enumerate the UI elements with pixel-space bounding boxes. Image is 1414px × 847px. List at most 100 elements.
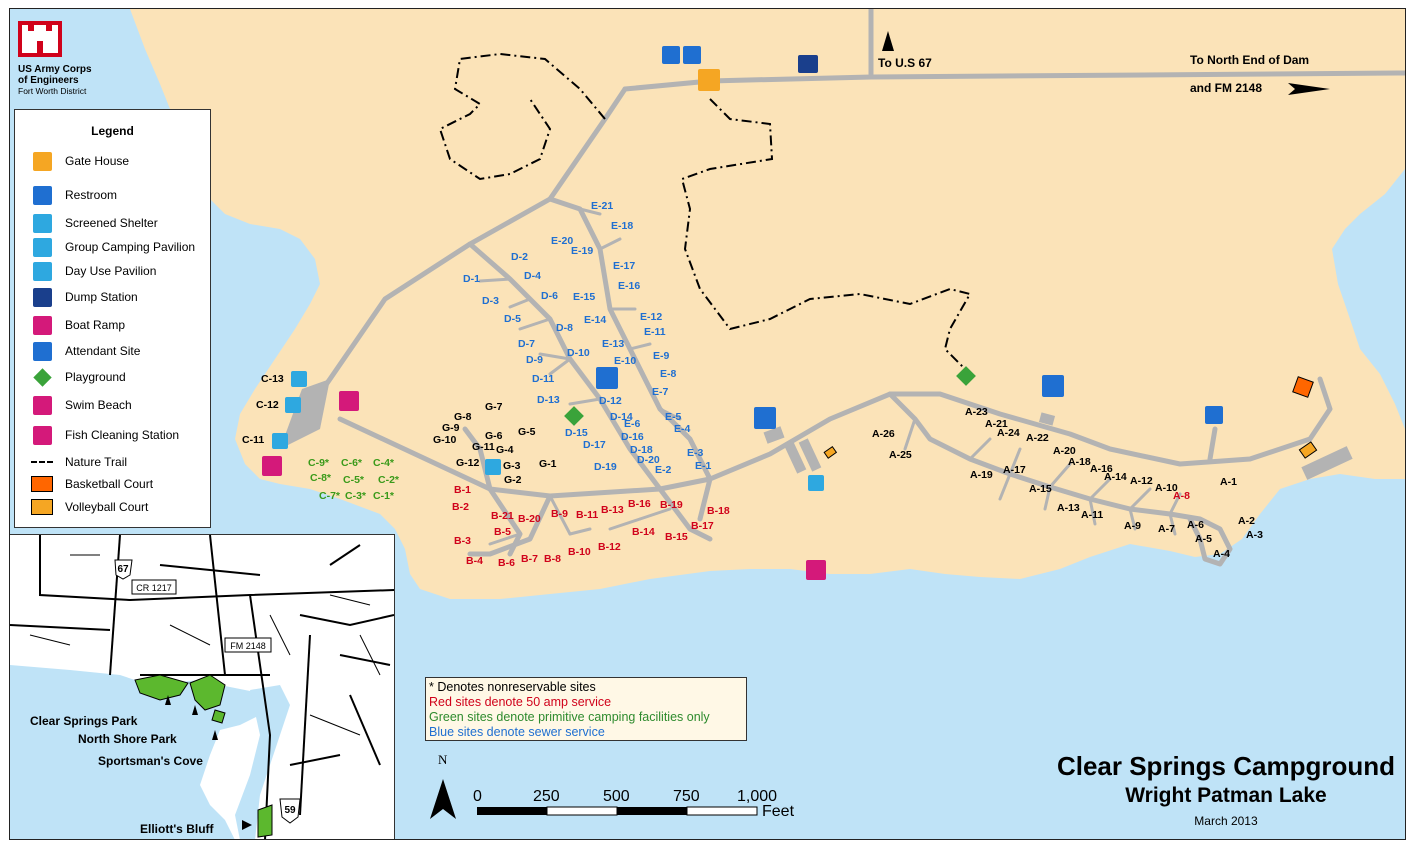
us59-shield-icon (279, 798, 301, 824)
campsite-label-e-8: E-8 (660, 368, 677, 380)
campsite-label-e-2: E-2 (655, 464, 672, 476)
campsite-label-b-8: B-8 (544, 553, 561, 565)
inset-map-graphic: 67 CR 1217 FM 2148 59 Clear Springs Park… (10, 535, 394, 839)
legend-item-volleyball-court: Volleyball Court (31, 496, 148, 518)
campsite-label-a-3: A-3 (1246, 529, 1263, 541)
campsite-label-b-12: B-12 (598, 541, 621, 553)
campsite-label-d-14: D-14 (610, 411, 633, 423)
legend-item-boat-ramp: Boat Ramp (31, 314, 125, 336)
campsite-label-a-9: A-9 (1124, 520, 1141, 532)
campsite-label-c-9: C-9* (308, 457, 330, 469)
campsite-label-e-9: E-9 (653, 350, 670, 362)
legend-label: Attendant Site (65, 344, 141, 358)
legend-item-group-pavilion: Group Camping Pavilion (31, 236, 195, 258)
campsite-label-e-4: E-4 (674, 423, 691, 435)
campsite-label-d-2: D-2 (511, 251, 528, 263)
campsite-label-a-6: A-6 (1187, 519, 1204, 531)
gate-house-icon (31, 151, 53, 171)
campsite-label-d-19: D-19 (594, 461, 617, 473)
campsite-label-d-20: D-20 (637, 454, 660, 466)
elliotts-bluff-area (257, 804, 273, 838)
legend-item-swim-beach: Swim Beach (31, 394, 132, 416)
campsite-label-e-6: E-6 (624, 418, 641, 430)
campsite-label-c-12: C-12 (256, 399, 279, 411)
screened-shelter-icon (285, 397, 301, 413)
map-subtitle: Wright Patman Lake (1125, 784, 1327, 807)
usace-logo: US Army Corps of Engineers Fort Worth Di… (18, 21, 128, 101)
campsite-label-a-15: A-15 (1029, 483, 1052, 495)
campsite-label-e-15: E-15 (573, 291, 595, 303)
campsite-label-g-3: G-3 (503, 460, 521, 472)
campsite-label-c-11: C-11 (242, 434, 264, 446)
fish-cleaning-icon (31, 425, 53, 445)
basketball-court (1292, 376, 1314, 398)
legend-label: Playground (65, 370, 126, 384)
campsite-label-c-5: C-5* (343, 474, 365, 486)
inset-label-clear-springs: Clear Springs Park (30, 714, 138, 728)
legend-label: Volleyball Court (65, 500, 149, 514)
scale-tick-1000: 1,000 (737, 788, 777, 805)
note-nonreservable: * Denotes nonreservable sites (429, 680, 596, 694)
org-line2: of Engineers (18, 75, 79, 86)
playground-icon (564, 406, 584, 426)
site-notes-box: * Denotes nonreservable sites Red sites … (425, 677, 747, 741)
parking-area-courts (1301, 446, 1353, 480)
legend-label: Dump Station (65, 290, 138, 304)
campsite-label-d-7: D-7 (518, 338, 535, 350)
swim-beach-icon (806, 560, 826, 580)
scale-tick-0: 0 (473, 788, 482, 805)
campsite-label-a-23: A-23 (965, 406, 988, 418)
campsite-label-d-6: D-6 (541, 290, 558, 302)
campsite-label-g-5: G-5 (518, 426, 536, 438)
campsite-label-d-4: D-4 (524, 270, 541, 282)
legend-label: Boat Ramp (65, 318, 126, 332)
campsite-label-e-16: E-16 (618, 280, 640, 292)
campsite-label-g-7: G-7 (485, 401, 503, 413)
campsite-label-a-5: A-5 (1195, 533, 1212, 545)
campsite-label-a-8: A-8 (1173, 490, 1190, 502)
boat-ramp-icon (262, 456, 282, 476)
campsite-label-a-7: A-7 (1158, 523, 1175, 535)
north-label: N (438, 752, 448, 767)
campsite-label-a-24: A-24 (997, 427, 1020, 439)
campsite-label-d-10: D-10 (567, 347, 590, 359)
campsite-label-b-2: B-2 (452, 501, 469, 513)
playground-icon (31, 367, 53, 387)
restroom-icon (683, 46, 701, 64)
campsite-label-b-13: B-13 (601, 504, 624, 516)
campsite-label-b-9: B-9 (551, 508, 568, 520)
campsite-label-a-13: A-13 (1057, 502, 1080, 514)
campsite-label-d-15: D-15 (565, 427, 588, 439)
restroom-icon (31, 185, 53, 205)
org-line1: US Army Corps (18, 64, 92, 75)
campsite-label-b-6: B-6 (498, 557, 515, 569)
note-green-sites: Green sites denote primitive camping fac… (429, 710, 710, 724)
campsite-label-b-5: B-5 (494, 526, 511, 538)
inset-label-north-shore: North Shore Park (78, 732, 177, 746)
campsite-label-a-12: A-12 (1130, 475, 1153, 487)
campsite-label-g-2: G-2 (504, 474, 522, 486)
campsite-label-d-13: D-13 (537, 394, 560, 406)
campsite-label-g-11: G-11 (472, 441, 495, 453)
inset-label-elliotts-bluff: Elliott's Bluff (140, 822, 215, 836)
campsite-label-e-7: E-7 (652, 386, 669, 398)
campsite-label-c-7: C-7* (319, 490, 341, 502)
castle-icon (18, 21, 62, 57)
campsite-label-c-4: C-4* (373, 457, 395, 469)
legend-label: Gate House (65, 154, 130, 168)
legend-item-attendant-site: Attendant Site (31, 340, 140, 362)
campsite-label-d-11: D-11 (532, 373, 554, 385)
campsite-label-a-17: A-17 (1003, 464, 1026, 476)
campsite-label-c-13: C-13 (261, 373, 284, 385)
campsite-label-g-8: G-8 (454, 411, 472, 423)
campsite-label-b-20: B-20 (518, 513, 541, 525)
restroom-icon (596, 367, 618, 389)
restroom-icon (1042, 375, 1064, 397)
day-use-pavilion-icon (808, 475, 824, 491)
campsite-label-a-4: A-4 (1213, 548, 1230, 560)
campsite-label-a-10: A-10 (1155, 482, 1178, 494)
inset-road-67: 67 (117, 564, 129, 575)
legend-item-nature-trail: Nature Trail (31, 451, 127, 473)
us67-shield-icon (114, 559, 133, 580)
